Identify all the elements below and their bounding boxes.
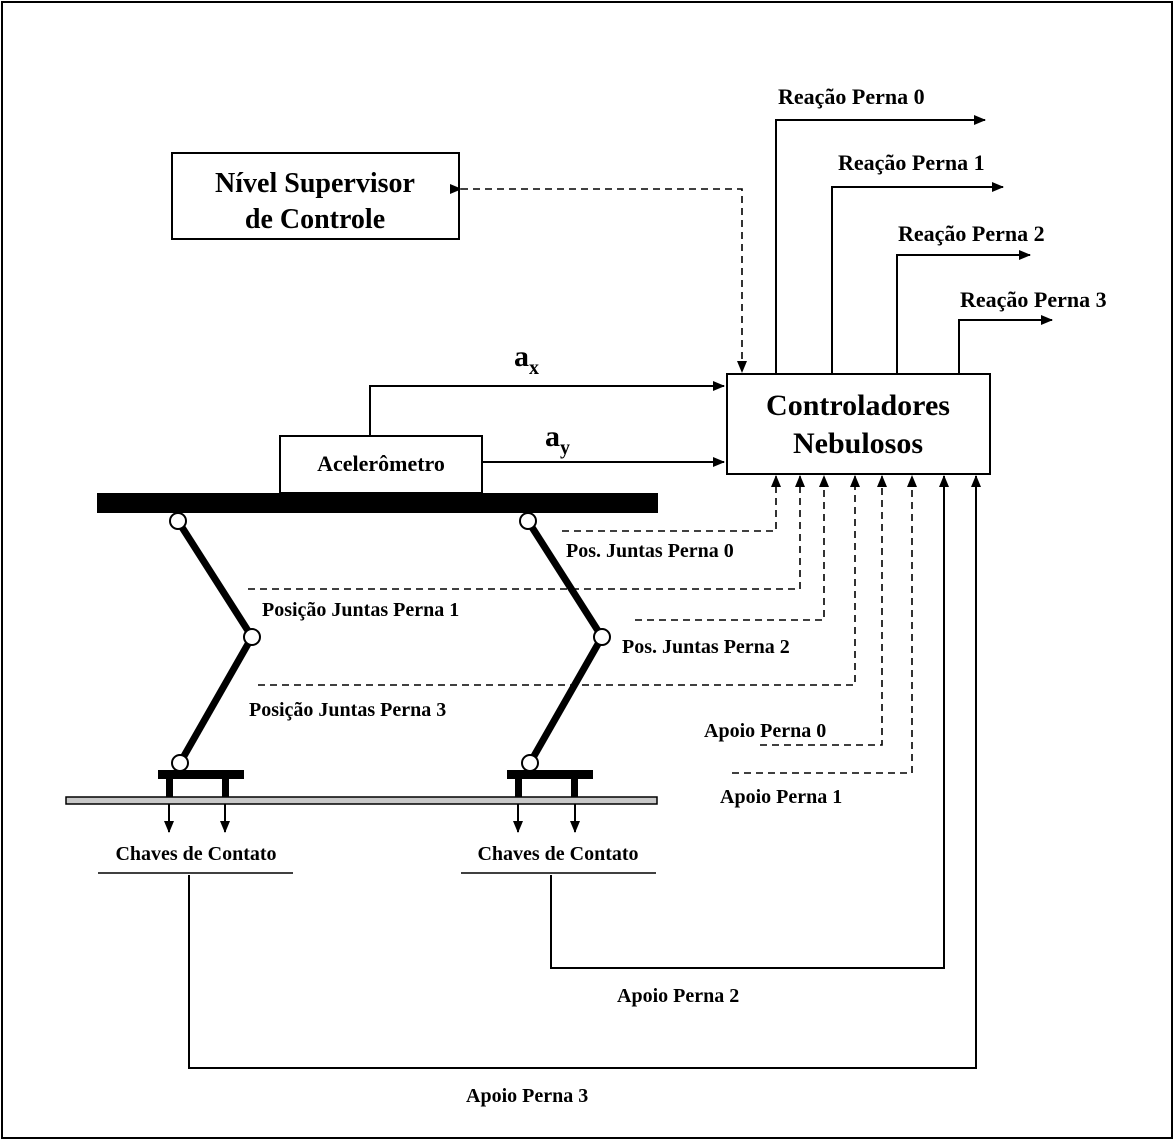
- left-ankle-joint: [171, 754, 189, 772]
- contact-switches-right-label: Chaves de Contato: [477, 843, 638, 865]
- left-knee-joint: [243, 628, 261, 646]
- right-hip-joint: [519, 512, 537, 530]
- left-leg: [158, 512, 261, 797]
- ay-signal-label: ay: [545, 420, 570, 459]
- supervisor-title-line2: de Controle: [245, 204, 385, 235]
- robot-body-bar: [97, 493, 658, 513]
- contact-switches-left-label: Chaves de Contato: [115, 843, 276, 865]
- joint-pos-leg-0-label: Pos. Juntas Perna 0: [566, 540, 734, 562]
- left-hip-joint: [169, 512, 187, 530]
- joint-pos-leg-2-label: Pos. Juntas Perna 2: [622, 636, 790, 658]
- reaction-leg-3-label: Reação Perna 3: [960, 287, 1107, 312]
- supervisor-controller-dashed-link: [450, 184, 747, 373]
- support-leg-3-line: [188, 475, 981, 1069]
- right-leg: [507, 512, 611, 797]
- reaction-leg-1-label: Reação Perna 1: [838, 150, 985, 175]
- reaction-outputs: Reação Perna 0 Reação Perna 1 Reação Per…: [775, 84, 1107, 374]
- right-ankle-joint: [521, 754, 539, 772]
- reaction-leg-1-line: [831, 182, 1004, 374]
- reaction-leg-2-label: Reação Perna 2: [898, 221, 1045, 246]
- joint-pos-leg-1-line: [248, 475, 805, 590]
- support-leg-3-label: Apoio Perna 3: [466, 1085, 588, 1107]
- controller-title-line2: Nebulosos: [793, 427, 923, 460]
- reaction-leg-0-line: [775, 115, 986, 374]
- support-leg-1-label: Apoio Perna 1: [720, 786, 842, 808]
- support-leg-1-line: [732, 475, 917, 774]
- reaction-leg-0-label: Reação Perna 0: [778, 84, 925, 109]
- supervisor-title-line1: Nível Supervisor: [215, 168, 415, 199]
- support-leg-0-label: Apoio Perna 0: [704, 720, 826, 742]
- fuzzy-controllers-block: Controladores Nebulosos: [726, 373, 991, 475]
- ground-plate: [65, 796, 658, 805]
- support-leg-2-label: Apoio Perna 2: [617, 985, 739, 1007]
- right-knee-joint: [593, 628, 611, 646]
- joint-pos-leg-3-line: [258, 475, 860, 686]
- contact-switch-arrows: [164, 804, 580, 833]
- reaction-leg-2-line: [896, 250, 1031, 374]
- joint-pos-leg-2-line: [635, 475, 829, 621]
- supervisor-block: Nível Supervisor de Controle: [171, 152, 460, 240]
- accelerometer-block: Acelerômetro: [279, 435, 483, 494]
- support-leg-2-line: [550, 475, 949, 969]
- joint-pos-leg-3-label: Posição Juntas Perna 3: [249, 699, 446, 721]
- joint-pos-leg-1-label: Posição Juntas Perna 1: [262, 599, 459, 621]
- reaction-leg-3-line: [958, 315, 1053, 374]
- ax-signal-line: [369, 381, 725, 436]
- accelerometer-label: Acelerômetro: [317, 451, 445, 476]
- ax-signal-label: ax: [514, 340, 539, 379]
- support-leg-0-line: [760, 475, 887, 746]
- controller-title-line1: Controladores: [766, 389, 950, 422]
